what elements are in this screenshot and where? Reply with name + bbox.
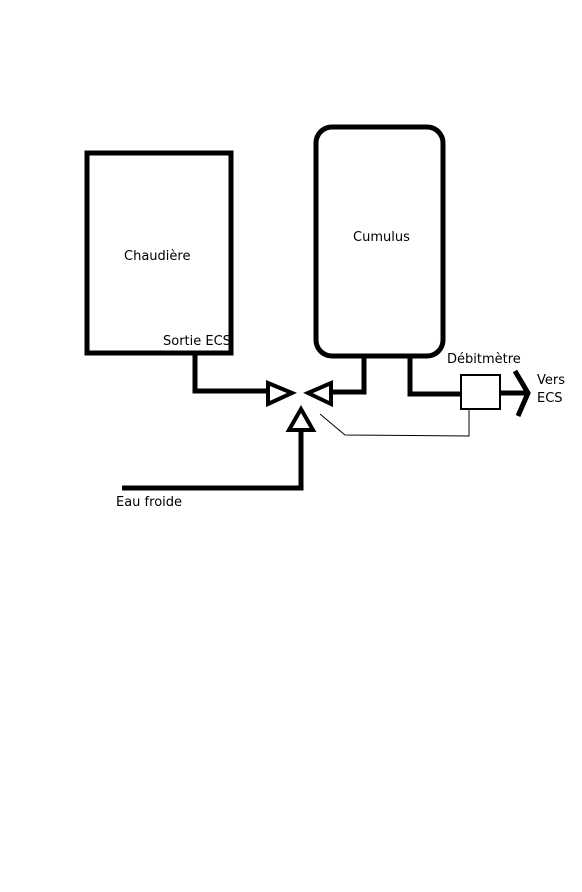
flowmeter-label: Débitmètre [447,352,521,367]
tank-outlet-pipe [407,356,461,397]
tank-box [313,124,446,359]
dhw-label-line2: ECS [537,391,563,406]
flowmeter-box [460,374,501,410]
tank-label: Cumulus [353,230,410,245]
boiler-outlet-pipe [192,353,267,394]
dhw-outlet-arrow [512,369,531,417]
valve-inlet-left [266,380,297,408]
cold-water-label: Eau froide [116,495,182,510]
boiler-label: Chaudière [124,249,190,264]
boiler-box [84,150,234,356]
flowmeter-signal-line [319,409,470,437]
cold-water-pipe [122,430,304,491]
valve-inlet-bottom [285,404,317,432]
valve-inlet-right [303,379,333,408]
boiler-outlet-label: Sortie ECS [163,334,231,349]
dhw-label-line1: Vers [537,373,565,388]
tank-inlet-pipe [330,356,367,395]
